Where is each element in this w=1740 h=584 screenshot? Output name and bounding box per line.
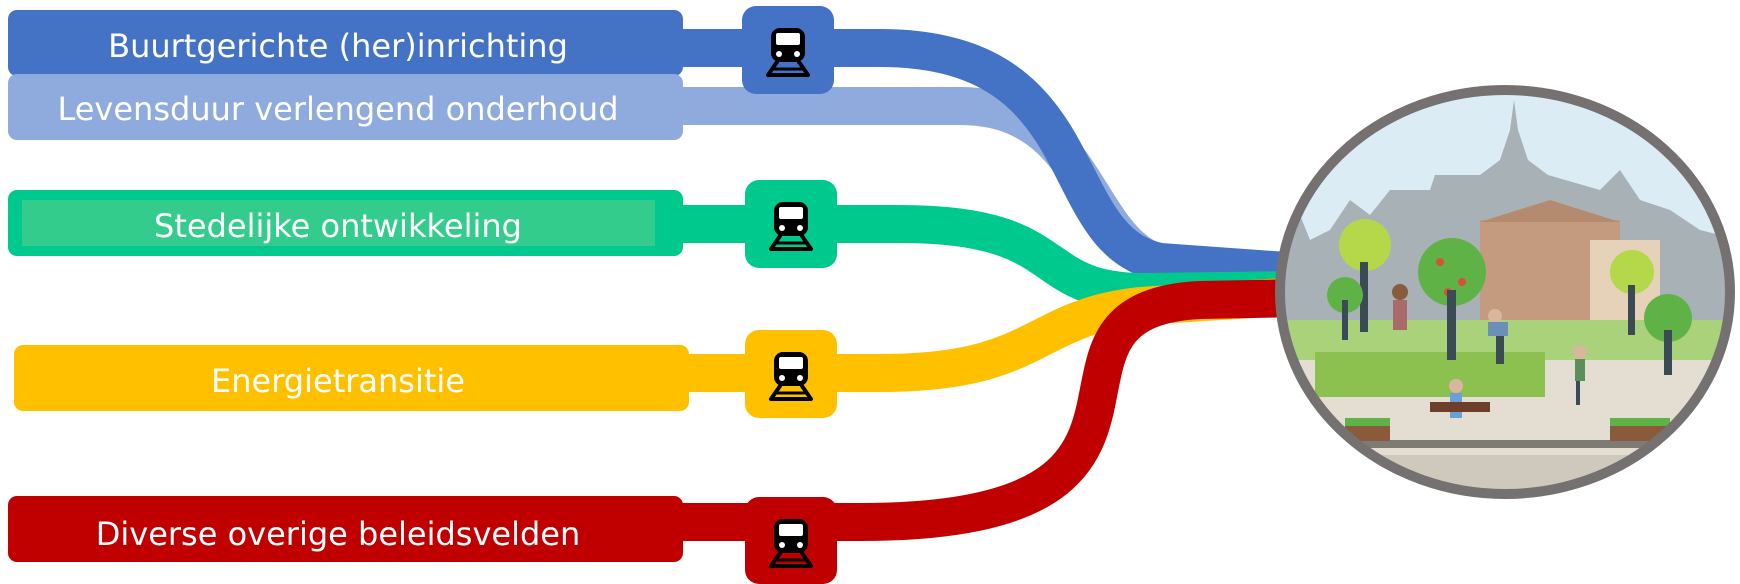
bar-label-levensduur: Levensduur verlengend onderhoud: [57, 90, 618, 128]
train-front-icon: [770, 352, 812, 399]
track-bar-overig: Diverse overige beleidsvelden: [8, 496, 683, 562]
train-badge-overig: [745, 497, 837, 584]
train-front-icon: [767, 28, 809, 75]
bar-label-overig: Diverse overige beleidsvelden: [96, 515, 581, 553]
bar-label-energie: Energietransitie: [211, 362, 465, 400]
train-front-icon: [770, 202, 812, 249]
train-badge-buurt: [742, 6, 834, 94]
track-bar-levensduur: Levensduur verlengend onderhoud: [8, 74, 683, 140]
track-bar-stedelijk: Stedelijke ontwikkeling: [8, 190, 683, 256]
neighbourhood-illustration: [1270, 80, 1740, 510]
train-badge-stedelijk: [745, 180, 837, 268]
train-badge-energie: [745, 330, 837, 418]
bar-label-stedelijk: Stedelijke ontwikkeling: [154, 207, 522, 245]
bar-label-buurt: Buurtgerichte (her)inrichting: [108, 27, 568, 65]
track-bar-energie: Energietransitie: [14, 345, 689, 411]
train-front-icon: [770, 519, 812, 566]
track-bar-buurt: Buurtgerichte (her)inrichting: [8, 10, 683, 76]
